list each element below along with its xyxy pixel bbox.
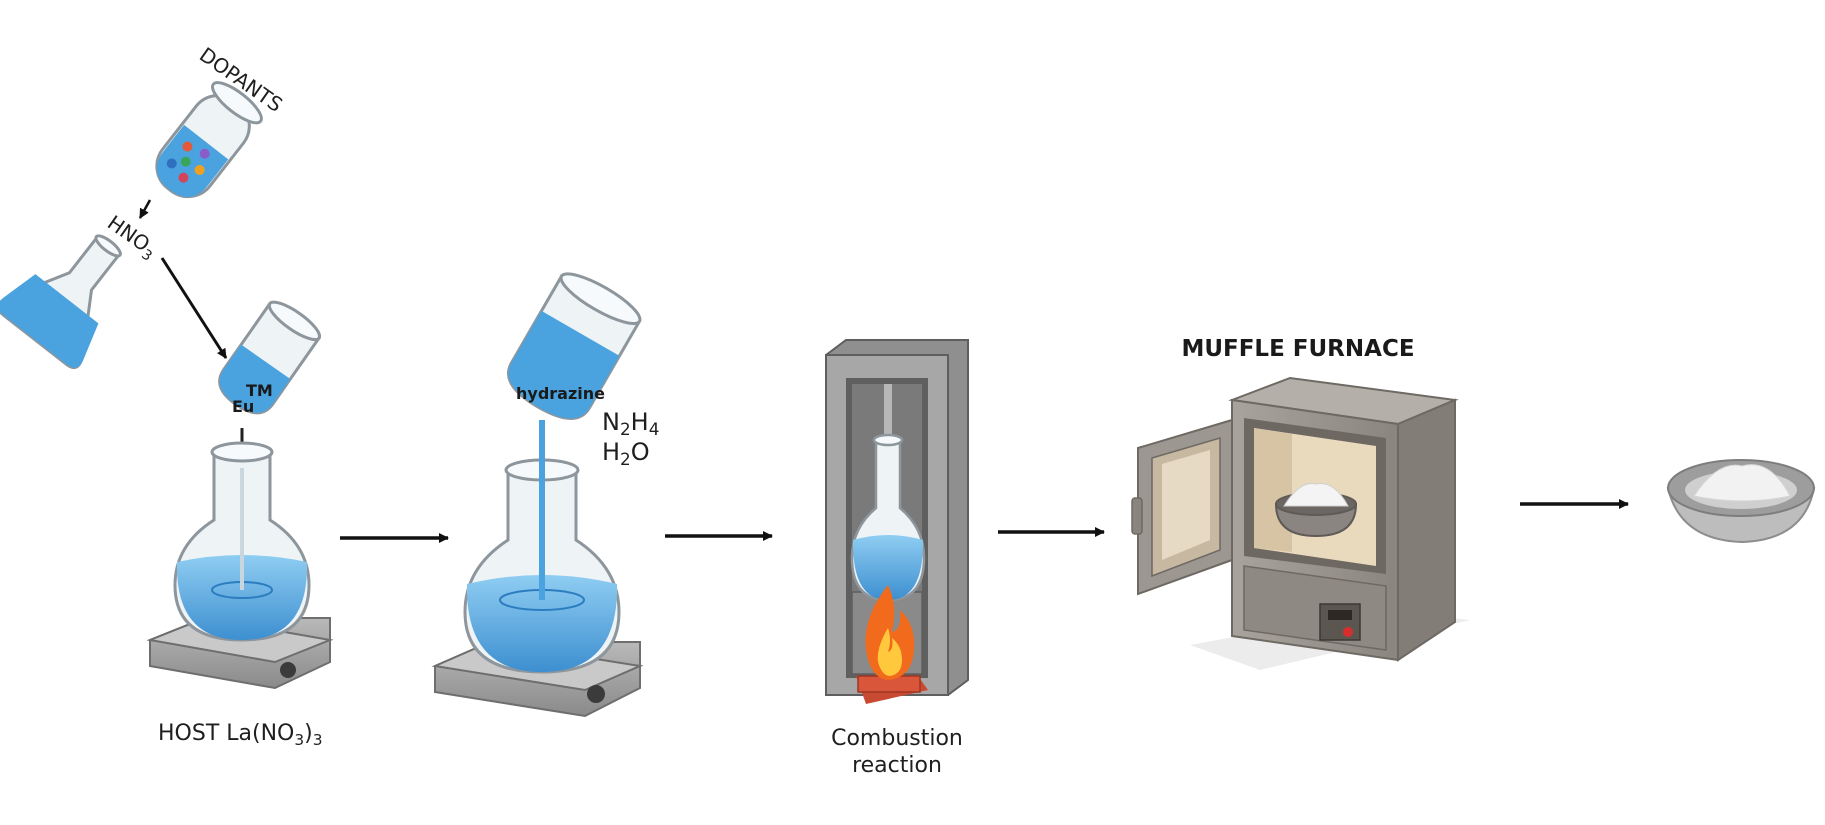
muffle-furnace-title: MUFFLE FURNACE [1181,336,1414,362]
dopant-beaker-icon [218,300,322,415]
hno3-to-beaker-arrow [160,257,228,359]
host-label: HOST La(NO3)3 [158,721,323,749]
tm-label: TM [246,381,273,400]
combustion-label-line1: Combustion [831,726,963,751]
reaction-flask-icon [850,433,926,602]
hno3-flask-icon [0,234,122,370]
dopants-to-hno3-arrow [138,199,152,219]
powder-dish-icon [1666,459,1816,544]
reaction-flask-icon [463,420,621,674]
dopant-vial-icon [155,81,263,199]
flame-icon [856,585,928,704]
hydrazine-label: hydrazine [516,384,605,403]
muffle-furnace-icon [1131,376,1470,670]
h2o-label: H2O [602,438,650,469]
eu-label: Eu [232,397,254,416]
host-flask-icon [173,441,311,642]
n2h4-label: N2H4 [602,408,659,439]
combustion-label-line2: reaction [852,753,942,778]
hydrazine-beaker-icon [507,272,642,420]
crucible-icon [1274,482,1358,538]
